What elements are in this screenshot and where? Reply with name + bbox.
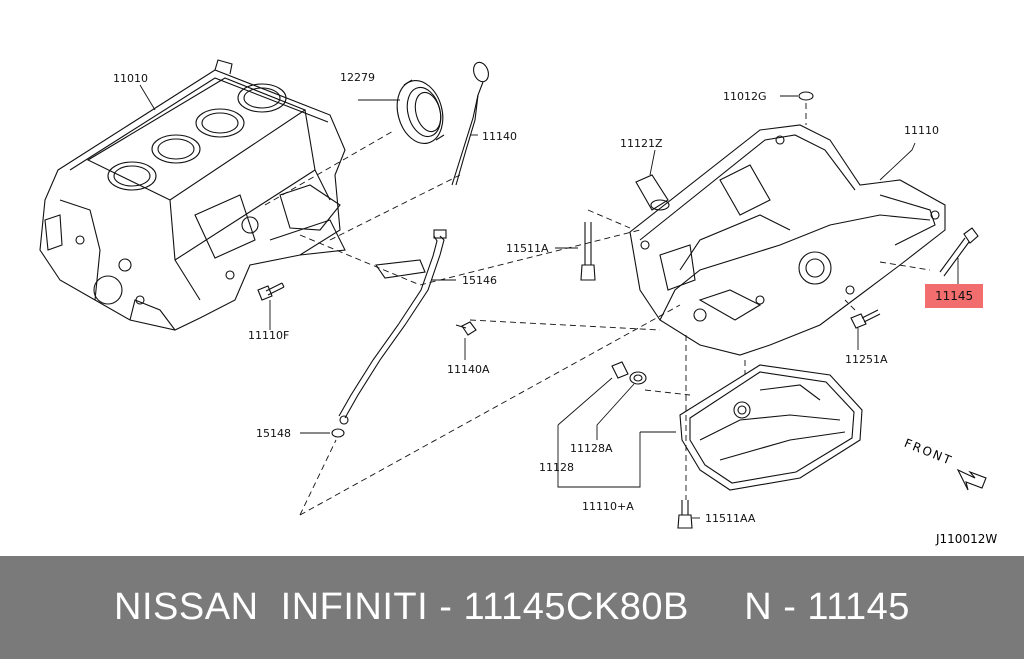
label-11010: 11010 — [113, 72, 148, 85]
reference-number-text: N - 11145 — [744, 586, 910, 628]
label-11012g: 11012G — [723, 90, 767, 103]
brand-text: NISSAN INFINITI — [114, 586, 429, 628]
oil-strainer-drawing — [635, 174, 670, 211]
bolt-11140a-drawing — [455, 321, 477, 336]
label-11121z: 11121Z — [620, 137, 663, 150]
label-11145-highlighted[interactable]: 11145 — [925, 284, 984, 308]
label-12279: 12279 — [340, 71, 375, 84]
label-11128: 11128 — [539, 461, 574, 474]
dipstick-drawing — [451, 61, 489, 186]
label-11511aa: 11511AA — [705, 512, 756, 525]
label-11251a: 11251A — [845, 353, 888, 366]
separator-text: - — [428, 586, 464, 628]
part-number-text: 11145CK80B — [463, 586, 689, 628]
drain-plug-drawing — [611, 361, 647, 385]
lower-oil-pan-drawing — [679, 364, 863, 491]
label-11511a: 11511A — [506, 242, 549, 255]
bolt-11251a-drawing — [850, 309, 881, 329]
guide-tube-drawing — [338, 229, 447, 425]
bolt-11511a-drawing — [580, 222, 596, 281]
gap-text — [689, 586, 744, 629]
o-ring-drawing — [331, 428, 345, 438]
parts-diagram: 11010 12279 11140 11012G 11110 11121Z 11… — [39, 59, 998, 546]
label-11110: 11110 — [904, 124, 939, 137]
label-11140a: 11140A — [447, 363, 490, 376]
label-15146: 15146 — [462, 274, 497, 287]
part-11145-drawing — [939, 227, 979, 277]
label-11140: 11140 — [482, 130, 517, 143]
diagram-code: J110012W — [936, 532, 998, 546]
engine-block-drawing — [39, 59, 346, 331]
washer-11012g-drawing — [798, 91, 814, 101]
label-11128a: 11128A — [570, 442, 613, 455]
part-info-banner: NISSAN INFINITI - 11145CK80B N - 11145 — [0, 556, 1024, 659]
bolt-11511aa-drawing — [677, 500, 693, 529]
front-arrow-icon — [956, 468, 987, 491]
exploded-view-drawing — [39, 59, 987, 529]
label-11110a: 11110+A — [582, 500, 634, 513]
rear-oil-seal-drawing — [396, 79, 445, 144]
label-11110f: 11110F — [248, 329, 290, 342]
upper-oil-pan-drawing — [629, 124, 946, 356]
label-15148: 15148 — [256, 427, 291, 440]
bolt-11110f-drawing — [257, 282, 285, 301]
